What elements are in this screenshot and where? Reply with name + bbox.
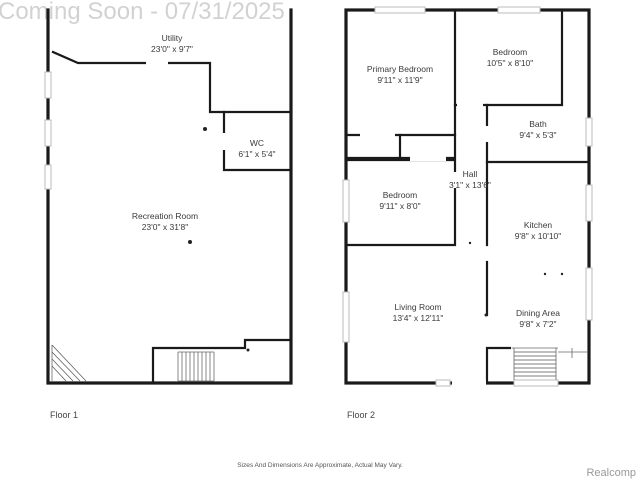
- bedroom-top-dims: 10'5" x 8'10": [487, 58, 534, 68]
- recreation-room-dims: 23'0" x 31'8": [142, 222, 189, 232]
- utility-name: Utility: [162, 33, 184, 43]
- door-opening: [457, 102, 483, 108]
- window: [585, 117, 593, 147]
- window: [374, 6, 426, 14]
- front-door-opening: [452, 380, 486, 386]
- window: [435, 379, 451, 387]
- window: [44, 119, 52, 147]
- kitchen-dims: 9'8" x 10'10": [515, 231, 562, 241]
- corner-stair: [51, 344, 87, 382]
- wc-dims: 6'1" x 5'4": [238, 149, 275, 159]
- kitchen-name: Kitchen: [524, 220, 553, 230]
- disclaimer-note: Sizes And Dimensions Are Approximate, Ac…: [237, 462, 403, 469]
- living-room-dims: 13'4" x 12'11": [393, 313, 444, 323]
- dining-area-dims: 9'8" x 7'2": [519, 319, 556, 329]
- hall-dims: 3'1" x 13'6": [449, 180, 491, 190]
- floor-1-exterior-wall: [46, 8, 293, 385]
- bedroom-lower-dims: 9'11" x 8'0": [379, 201, 420, 211]
- fixture-dot: [203, 127, 207, 131]
- wc-wall: [222, 110, 293, 172]
- bath-name: Bath: [529, 119, 547, 129]
- floor-1-plan: Utility 23'0" x 9'7" WC 6'1" x 5'4" Recr…: [44, 8, 293, 420]
- lower-bedroom-wall: [344, 158, 457, 247]
- hall-name: Hall: [463, 169, 478, 179]
- bedroom-top-name: Bedroom: [493, 47, 528, 57]
- fixture-dot: [468, 241, 472, 245]
- recreation-room-name: Recreation Room: [132, 211, 198, 221]
- window: [585, 184, 593, 222]
- window: [513, 379, 559, 387]
- floor-2-stairs: [512, 347, 588, 380]
- door-opening: [452, 172, 458, 188]
- floor-1-stairs: [177, 351, 215, 382]
- living-room-name: Living Room: [394, 302, 441, 312]
- door-opening: [221, 133, 227, 150]
- window: [342, 179, 350, 223]
- floor-2-label: Floor 2: [347, 410, 375, 420]
- fixture-dot: [484, 313, 488, 317]
- window: [44, 71, 52, 99]
- fixture-dot: [246, 348, 250, 352]
- bath-dims: 9'4" x 5'3": [519, 130, 556, 140]
- primary-bedroom-dims: 9'11" x 11'9": [377, 75, 422, 85]
- stair-wall: [151, 338, 293, 385]
- primary-bedroom-name: Primary Bedroom: [367, 64, 433, 74]
- window: [44, 164, 52, 190]
- stair-well-wall: [485, 346, 512, 385]
- utility-wall: [51, 50, 293, 114]
- door-opening: [146, 60, 168, 66]
- door-opening: [484, 126, 490, 142]
- fixture-dot: [543, 272, 547, 276]
- floor-2-plan: Primary Bedroom 9'11" x 11'9" Bedroom 10…: [342, 6, 593, 420]
- wc-name: WC: [250, 138, 264, 148]
- window: [497, 6, 541, 14]
- fixture-dot: [560, 272, 564, 276]
- door-opening: [410, 155, 446, 161]
- door-opening: [360, 132, 395, 138]
- bedroom-lower-name: Bedroom: [383, 190, 418, 200]
- window: [585, 267, 593, 321]
- coming-soon-watermark: Coming Soon - 07/31/2025: [0, 0, 285, 25]
- window: [342, 291, 350, 343]
- fixture-dot: [188, 240, 192, 244]
- dining-area-name: Dining Area: [516, 308, 560, 318]
- utility-dims: 23'0" x 9'7": [151, 44, 193, 54]
- floor-1-label: Floor 1: [50, 410, 78, 420]
- realcomp-watermark: Realcomp: [586, 467, 636, 479]
